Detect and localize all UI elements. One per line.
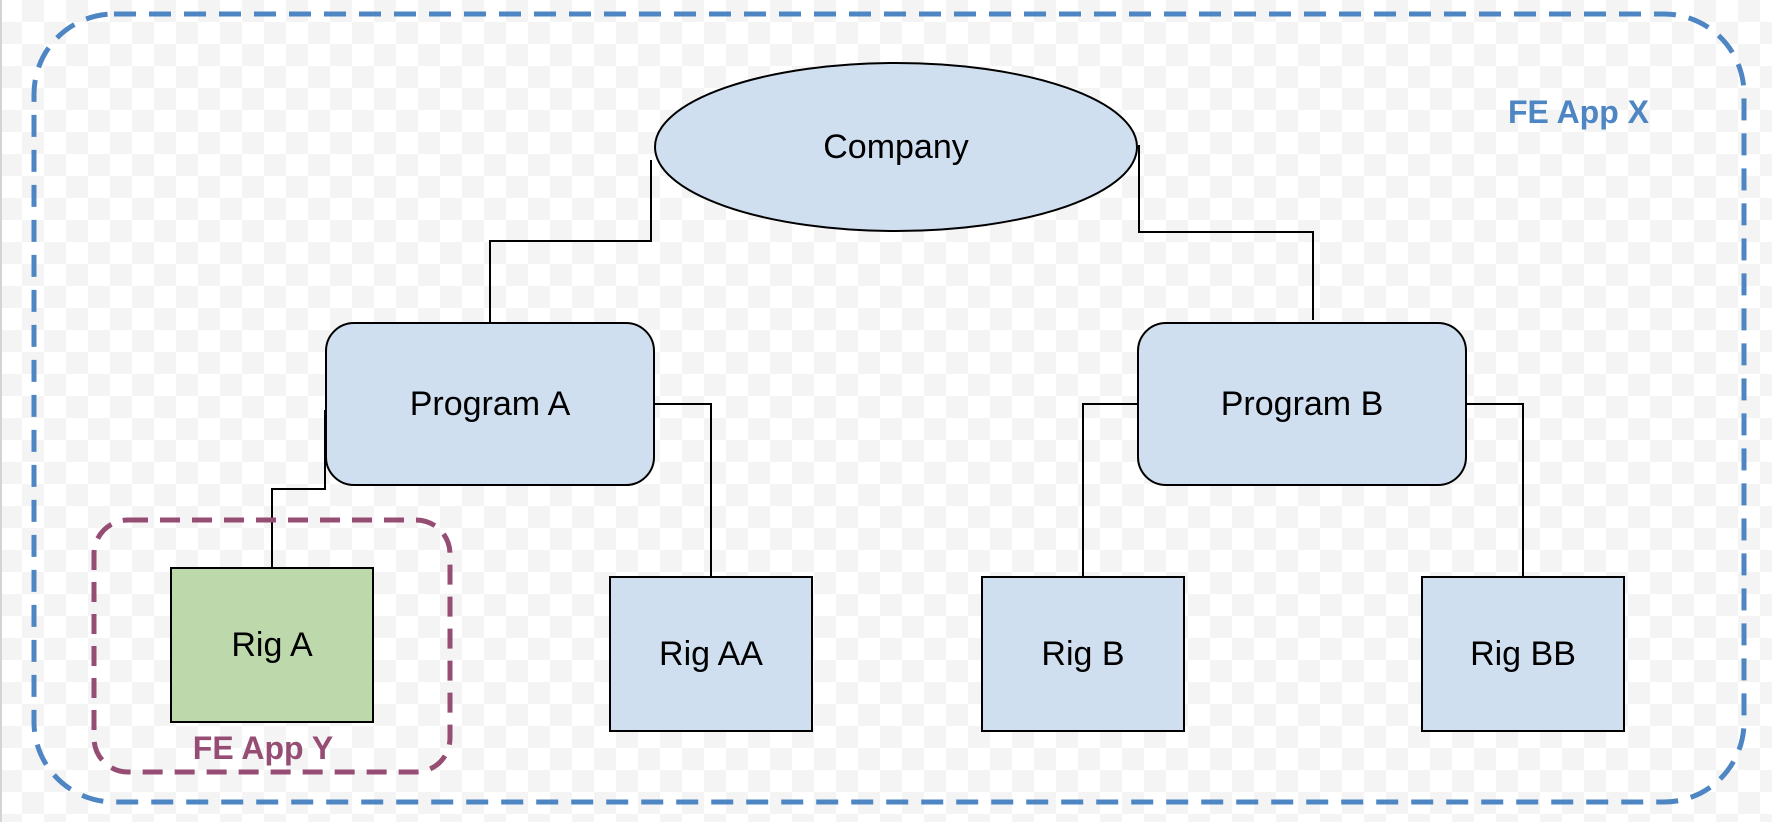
node-company-shape <box>654 62 1138 232</box>
node-rig-bb-shape <box>1421 576 1625 732</box>
node-program-b-label: Program B <box>1221 385 1384 423</box>
connector-program-a-rig-a <box>271 410 326 568</box>
node-rig-bb-label: Rig BB <box>1470 635 1576 673</box>
connector-program-b-rig-bb <box>1466 403 1524 577</box>
group-fe-app-x-label: FE App X <box>1508 94 1650 130</box>
node-rig-aa-label: Rig AA <box>659 635 763 673</box>
node-rig-b-label: Rig B <box>1041 635 1124 673</box>
node-program-a-label: Program A <box>410 385 571 423</box>
node-program-a-shape <box>325 322 655 486</box>
group-fe-app-y-boundary <box>91 517 453 775</box>
connector-company-program-b <box>1138 145 1314 320</box>
node-rig-a-label: Rig A <box>231 626 313 664</box>
node-company-label: Company <box>823 128 969 166</box>
connector-program-b-rig-b <box>1082 403 1138 577</box>
node-program-b[interactable]: Program B <box>1137 322 1467 486</box>
node-program-a[interactable]: Program A <box>325 322 655 486</box>
node-rig-b-shape <box>981 576 1185 732</box>
node-company[interactable]: Company <box>654 62 1138 232</box>
node-rig-a[interactable]: Rig A <box>170 567 374 723</box>
group-fe-app-x-boundary <box>31 11 1747 805</box>
node-rig-b[interactable]: Rig B <box>981 576 1185 732</box>
node-rig-aa[interactable]: Rig AA <box>609 576 813 732</box>
connector-company-program-a <box>489 160 652 323</box>
node-rig-aa-shape <box>609 576 813 732</box>
connector-program-a-rig-aa <box>654 403 712 577</box>
node-rig-a-shape <box>170 567 374 723</box>
canvas-edge <box>0 0 2 822</box>
node-rig-bb[interactable]: Rig BB <box>1421 576 1625 732</box>
node-program-b-shape <box>1137 322 1467 486</box>
group-fe-app-y-label: FE App Y <box>193 730 333 766</box>
